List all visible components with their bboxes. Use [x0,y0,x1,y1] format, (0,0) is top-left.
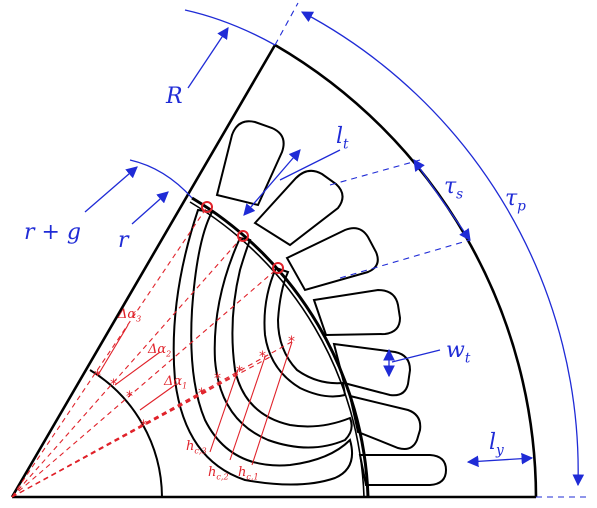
blue-dashed-lines [274,2,590,498]
star-mark: * [198,386,205,402]
label-wt: wt [446,340,470,366]
r-leader-arrow [131,191,169,225]
label-delta-alpha-2: Δα2 [148,343,171,359]
label-h-c3-base: h [186,439,195,454]
star-mark: * [259,349,266,365]
R-leader-arrow [187,27,229,89]
stator-slot-4 [312,288,402,337]
blue-annotations [84,9,585,487]
label-h-c1: hc,1 [238,466,259,482]
red-dashed-ray-1 [11,206,208,498]
label-h-c3-sub: c,3 [194,446,207,456]
h-c2-leader [229,356,266,461]
label-delta-alpha-2-base: Δα [148,342,167,357]
slot-pitch-dashed-1 [329,159,421,186]
slot-pitch-dashed-2 [339,239,471,279]
red-dimension-lines [97,324,293,466]
star-mark: * [288,334,295,350]
delta-alpha-2-leader [114,351,161,386]
label-delta-alpha-3-sub: 3 [136,314,142,324]
label-R: R [166,86,183,108]
red-dashed-ray-3 [11,267,279,498]
star-mark: * [126,389,133,405]
h-c3-leader [209,369,239,453]
label-tau-s: τs [444,176,463,202]
label-h-c3: hc,3 [186,440,207,456]
label-delta-alpha-1-sub: 1 [182,381,188,391]
label-lt-base: l [336,124,344,149]
label-delta-alpha-1-base: Δα [164,374,183,389]
r-plus-g-arc [129,159,193,199]
label-delta-alpha-3: Δα3 [118,308,141,324]
tau-s-dimension-arrow [413,159,471,241]
label-r-text: r [118,228,129,253]
label-wt-sub: t [464,350,471,367]
outer-stator-arc [274,43,538,498]
delta-alpha-3-leader [97,324,129,376]
stator-slot-1 [215,120,285,207]
label-r: r [118,230,129,252]
airgap-arc [191,196,370,498]
label-delta-alpha-1: Δα1 [164,375,187,391]
star-mark: * [110,377,117,393]
tau-p-arc-arrow [300,11,585,487]
label-tau-p: τp [505,188,526,214]
label-h-c2-base: h [208,465,217,480]
label-h-c1-sub: c,1 [246,472,259,482]
star-mark: * [236,364,243,380]
h-c1-leader [251,341,293,466]
label-h-c2-sub: c,2 [216,472,229,482]
R-arc [184,9,276,46]
label-lt: lt [336,126,349,152]
flux-barrier-3 [263,266,347,398]
label-lt-sub: t [343,136,349,153]
label-h-c2: hc,2 [208,466,229,482]
label-tau-s-base: τ [444,174,457,199]
pole-circle-1 [201,201,213,213]
stator-slot-5 [332,342,412,397]
pole-boundary-dashed [274,2,299,46]
pole-circle-3 [272,262,284,274]
lt-leader [279,149,341,181]
stator-slot-7 [358,454,448,486]
label-ly: ly [489,432,504,458]
wt-leader [391,349,441,363]
rotor-arc [189,201,365,498]
star-mark: * [214,371,221,387]
red-dashed-ray-2 [11,235,244,498]
label-tau-p-sub: p [517,198,526,215]
delta-alpha-1-leader [139,384,176,411]
r-plus-g-leader-arrow [84,166,138,213]
label-r-plus-g-text: r + g [24,220,82,245]
red-star-marks: * * * * * * * * * [94,334,295,434]
label-wt-base: w [446,338,465,363]
ly-dimension-arrow [466,452,534,468]
construction-lines [11,206,296,498]
red-circle-marks [201,201,284,274]
label-ly-base: l [489,430,497,455]
star-mark: * [140,418,147,434]
label-r-plus-g: r + g [24,222,81,244]
pole-circle-2 [237,230,249,242]
label-delta-alpha-2-sub: 2 [166,349,172,359]
label-delta-alpha-3-base: Δα [118,307,137,322]
sector-left-edge [10,44,277,498]
label-ly-sub: y [496,442,504,459]
star-mark: * [94,368,101,384]
label-tau-s-sub: s [456,186,464,203]
red-dashed-ray-7 [11,389,211,498]
label-h-c1-base: h [238,465,247,480]
shaft-arc [89,369,163,498]
lt-dimension-arrow [243,149,301,216]
red-dashed-ray-6 [11,371,241,498]
label-tau-p-base: τ [505,186,518,211]
label-R-text: R [166,84,183,109]
